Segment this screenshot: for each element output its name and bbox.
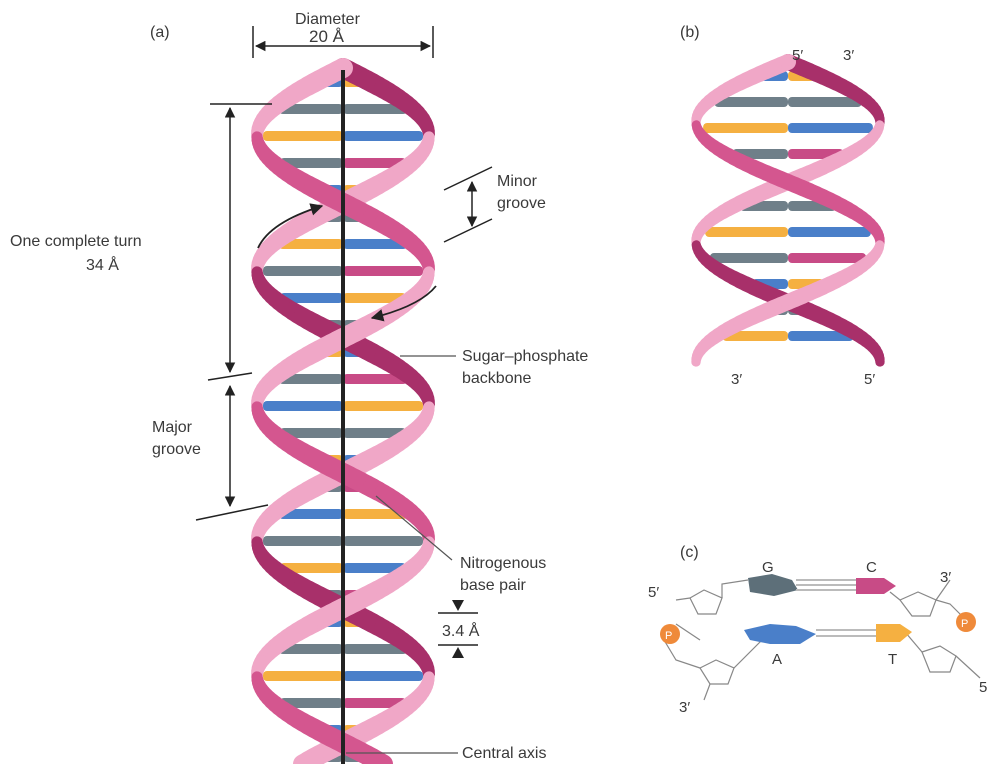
- left-backbone: [664, 580, 762, 700]
- panel-a: (a) Diameter 20 Å One complete turn 34 Å: [10, 11, 588, 764]
- turn-value: 34 Å: [86, 255, 119, 274]
- b-base-right: [788, 123, 873, 133]
- c-end-5-right: 5: [979, 679, 987, 696]
- b-base-right: [788, 227, 871, 237]
- a-base-right: [343, 131, 423, 141]
- phosphate-right-label: P: [961, 618, 968, 630]
- b-base-left: [703, 123, 788, 133]
- major-groove-dimension: Major groove: [152, 386, 268, 520]
- b-top-left-end: 5′: [792, 47, 803, 64]
- nucleotide-T: T: [888, 651, 897, 668]
- backbone-label-2: backbone: [462, 370, 531, 387]
- b-base-right: [788, 253, 866, 263]
- phosphate-left-label: P: [665, 630, 672, 642]
- minor-groove-label-2: groove: [497, 195, 546, 212]
- a-base-left: [263, 131, 343, 141]
- panel-b: (b) 5′ 3′ 3′ 5′: [680, 24, 880, 388]
- panel-b-label: (b): [680, 24, 700, 41]
- backbone-label: Sugar–phosphate: [462, 348, 588, 365]
- b-bottom-left-end: 3′: [731, 371, 742, 388]
- c-end-3-left: 3′: [679, 699, 690, 716]
- b-bottom-right-end: 5′: [864, 371, 875, 388]
- diameter-dimension: Diameter 20 Å: [253, 11, 433, 58]
- gc-pair: [748, 574, 896, 596]
- diameter-value: 20 Å: [309, 27, 345, 46]
- minor-groove-dimension: Minor groove: [444, 167, 546, 242]
- a-base-right: [343, 671, 423, 681]
- panel-a-label: (a): [150, 24, 170, 41]
- a-base-right: [343, 266, 423, 276]
- panel-c-label: (c): [680, 544, 699, 561]
- c-end-5-left: 5′: [648, 584, 659, 601]
- major-groove-label: Major: [152, 419, 193, 436]
- major-groove-label-2: groove: [152, 441, 201, 458]
- a-base-left: [263, 401, 343, 411]
- a-base-right: [343, 401, 423, 411]
- nucleotide-G: G: [762, 559, 774, 576]
- turn-label: One complete turn: [10, 233, 142, 250]
- axis-label: Central axis: [462, 745, 546, 762]
- base-pair-label: Nitrogenous: [460, 555, 546, 572]
- a-base-left: [263, 536, 343, 546]
- b-top-right-end: 3′: [843, 47, 854, 64]
- nucleotide-A: A: [772, 651, 782, 668]
- at-pair: [744, 624, 912, 644]
- rise-value: 3.4 Å: [442, 621, 480, 640]
- turn-dimension: One complete turn 34 Å: [10, 104, 272, 380]
- panel-c: (c) P P: [648, 544, 987, 716]
- b-base-left: [710, 253, 788, 263]
- minor-groove-label: Minor: [497, 173, 538, 190]
- rise-dimension: 3.4 Å: [438, 600, 480, 658]
- a-base-left: [263, 266, 343, 276]
- base-pair-label-2: base pair: [460, 577, 526, 594]
- diameter-label: Diameter: [295, 11, 361, 28]
- c-end-3-right: 3′: [940, 569, 951, 586]
- a-base-left: [263, 671, 343, 681]
- a-base-right: [343, 536, 423, 546]
- b-base-left: [705, 227, 788, 237]
- nucleotide-C: C: [866, 559, 877, 576]
